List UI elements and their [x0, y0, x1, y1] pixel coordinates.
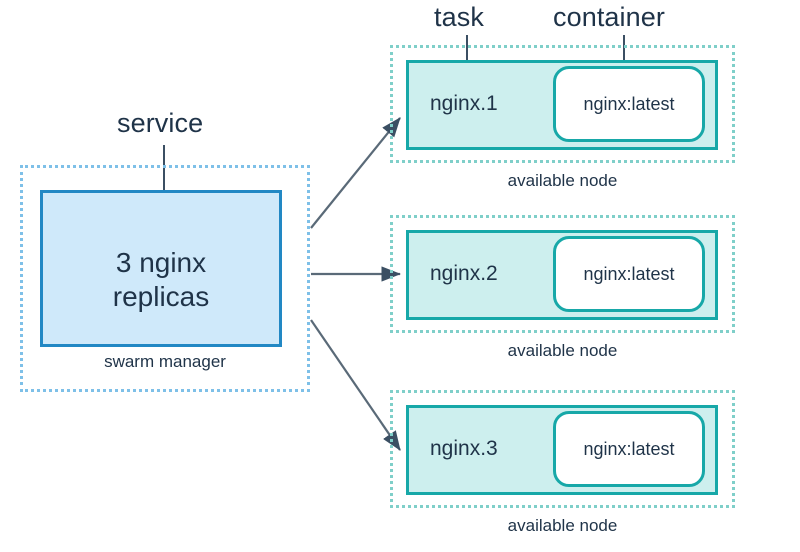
task-label-1: nginx.1: [430, 92, 498, 115]
container-label-2: nginx:latest: [583, 263, 675, 284]
leader-line-service: [163, 145, 165, 228]
node-caption-3: available node: [507, 516, 618, 535]
available-node-3: [390, 390, 735, 508]
service-box: 3 nginx replicas: [40, 190, 282, 347]
container-box-2: nginx:latest: [553, 236, 705, 312]
service-box-text: 3 nginx replicas: [113, 224, 209, 314]
node-caption-2: available node: [507, 341, 618, 360]
swarm-manager-caption: swarm manager: [104, 352, 226, 371]
task-label-3: nginx.3: [430, 437, 498, 460]
task-label-2: nginx.2: [430, 262, 498, 285]
leader-line-task: [466, 35, 468, 83]
annotation-container: container: [553, 2, 665, 32]
arrow-to-node-3: [310, 319, 401, 451]
container-box-3: nginx:latest: [553, 411, 705, 487]
service-replicas-line-1: 3 nginx: [115, 246, 207, 278]
swarm-manager-group: [20, 165, 310, 392]
available-node-1: [390, 45, 735, 163]
arrow-to-node-1: [310, 117, 401, 229]
container-label-1: nginx:latest: [583, 93, 675, 114]
container-label-3: nginx:latest: [583, 438, 675, 459]
annotation-service: service: [117, 108, 204, 138]
service-replicas-line-2: replicas: [112, 280, 210, 312]
annotation-task: task: [434, 2, 484, 32]
node-caption-1: available node: [507, 171, 618, 190]
container-box-1: nginx:latest: [553, 66, 705, 142]
available-node-2: [390, 215, 735, 333]
